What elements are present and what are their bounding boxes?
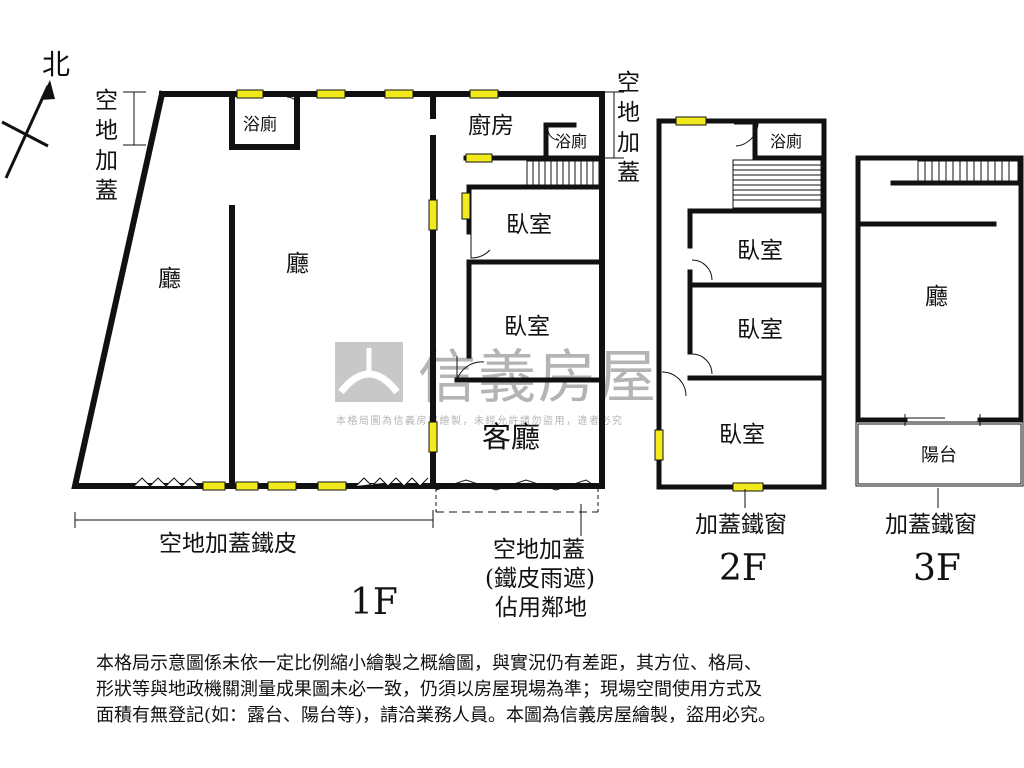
disclaimer-line-1: 本格局示意圖係未依一定比例縮小繪製之概繪圖，與實況仍有差距，其方位、格局、: [96, 653, 762, 674]
north-label: 北: [42, 48, 70, 81]
floor-2-label: 2F: [719, 548, 767, 589]
annotation-front-addition: 空地加蓋鐵皮: [159, 531, 297, 557]
room-hall-center: 廳: [286, 251, 309, 277]
room-bath-left: 浴廁: [243, 114, 277, 135]
annotation-front-right-line3: 佔用鄰地: [495, 595, 587, 621]
floor-2-windows: [654, 116, 764, 492]
floor-3-balcony-inner: [857, 423, 1022, 485]
room-2f-bath: 浴廁: [770, 132, 802, 151]
annotation-side-addition-left: 空地加蓋: [95, 88, 118, 204]
floor-1-dimension-lines: [74, 91, 624, 536]
room-bedroom-upper: 臥室: [506, 212, 552, 238]
watermark: 信義房屋 本格局圖為信義房屋繪製，未經允許請勿盜用，違者必究: [335, 342, 658, 427]
room-2f-bedroom-3: 臥室: [719, 422, 765, 448]
floor-3-label: 3F: [913, 548, 961, 589]
room-3f-balcony: 陽台: [921, 445, 957, 466]
disclaimer-text: 本格局示意圖係未依一定比例縮小繪製之概繪圖，與實況仍有差距，其方位、格局、 形狀…: [96, 651, 956, 729]
floor-3-annotation: 加蓋鐵窗: [885, 512, 977, 538]
watermark-subtext: 本格局圖為信義房屋繪製，未經允許請勿盜用，違者必究: [336, 414, 624, 427]
annotation-front-right-line2: (鐵皮雨遮): [485, 566, 595, 592]
room-2f-bedroom-2: 臥室: [737, 317, 783, 343]
floor-3-balcony-outline: [855, 421, 1024, 487]
floor-1-doors: [286, 96, 559, 381]
floor-1-windows: [202, 89, 499, 491]
floor-3-walls: [855, 155, 1024, 423]
floor-2-annotation: 加蓋鐵窗: [695, 512, 787, 538]
disclaimer-line-3: 面積有無登記(如：露台、陽台等)，請洽業務人員。本圖為信義房屋繪製，盜用必究。: [96, 705, 777, 726]
floor-3-stairs: [917, 160, 1019, 182]
floor-1-label: 1F: [350, 582, 398, 623]
watermark-brand: 信義房屋: [418, 343, 658, 411]
annotation-side-addition-right: 空地加蓋: [617, 70, 640, 186]
north-arrow-icon: [1, 80, 55, 179]
room-hall-left: 廳: [158, 266, 181, 292]
floor-1-zigzag-openings: [133, 477, 599, 491]
brand-logo-icon: [335, 342, 403, 402]
room-bedroom-lower: 臥室: [504, 314, 550, 340]
floor-1-stairs: [526, 160, 600, 186]
floor-plan-drawing: 信義房屋 本格局圖為信義房屋繪製，未經允許請勿盜用，違者必究 北: [1, 48, 1024, 623]
room-kitchen: 廚房: [468, 113, 514, 139]
room-living-room: 客廳: [482, 420, 540, 454]
disclaimer-line-2: 形狀等與地政機關測量成果圖未必一致，仍須以房屋現場為準；現場空間使用方式及: [96, 679, 762, 700]
annotation-front-right-line1: 空地加蓋: [493, 537, 585, 563]
floor-2-doors: [661, 123, 759, 397]
floor-2-stairs: [732, 159, 822, 209]
room-bath-right: 浴廁: [555, 132, 587, 151]
room-2f-bedroom-1: 臥室: [737, 238, 783, 264]
room-3f-hall: 廳: [925, 284, 948, 310]
